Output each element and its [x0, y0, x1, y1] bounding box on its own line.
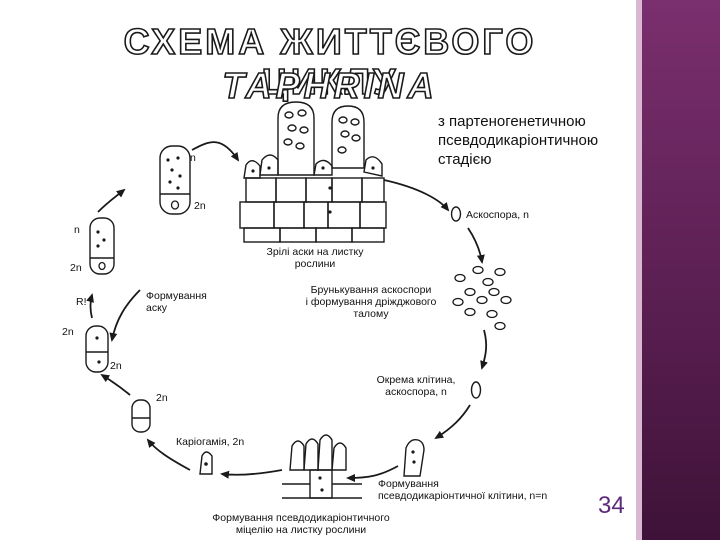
label-budding: Брунькування аскоспори і формування дріж… [305, 284, 437, 320]
label-ploidy-2n-mid: 2n [62, 326, 74, 338]
label-ploidy-n-top: n [190, 152, 196, 164]
mature-asci-illustration [239, 101, 387, 243]
cycle-arrow-ri-to-n [97, 188, 126, 213]
karyogamy-cell-illustration [199, 451, 213, 475]
cycle-arrow-karyogamy-to-2n [146, 438, 191, 471]
subtitle-line-3: стадією [438, 151, 492, 168]
mycelium-illustration [282, 434, 362, 499]
label-karyogamy: Каріогамія, 2n [176, 436, 245, 448]
slide-title-genus: TAPHRINA [222, 65, 438, 107]
ascospore-illustration [450, 206, 462, 222]
label-ascus-formation: Формування аску [146, 290, 207, 314]
diploid-cell-illustration [131, 399, 151, 433]
label-mycelium: Формування псевдодикаріонтичного міцелію… [212, 512, 390, 536]
label-mature-asci: Зрілі аски на листку рослини [266, 246, 364, 270]
label-ploidy-2n-left: 2n [70, 262, 82, 274]
cycle-arrow-mycelium-to-karyogamy [220, 469, 283, 479]
label-ploidy-2n-mid2: 2n [110, 360, 122, 372]
decorative-sidebar [642, 0, 720, 540]
label-single-cell: Окрема клітина, аскоспора, n [376, 374, 456, 398]
cycle-arrow-asci-to-spore [383, 179, 450, 212]
cycle-arrow-cell-to-dikaryon [434, 404, 471, 440]
cycle-arrow-budding-to-cell [480, 329, 488, 370]
cycle-arrow-ascus-to-ri [86, 293, 94, 319]
single-cell-illustration [470, 381, 482, 399]
subtitle-line-1: з партеногенетичною [438, 113, 586, 130]
dikaryon-cell-illustration [403, 438, 425, 477]
label-ri: R! [76, 296, 87, 308]
slide-subtitle: з партеногенетичною псевдодикаріонтичною… [438, 112, 638, 169]
label-ploidy-2n-bottom: 2n [156, 392, 168, 404]
cycle-arrow-inner [109, 289, 141, 342]
slide-title: СХЕМА ЖИТТЄВОГО ЦИКЛУ [123, 21, 537, 103]
label-ploidy-2n-top: 2n [194, 200, 206, 212]
label-dikaryon-cell: Формування псевдодикаріонтичної клітини,… [378, 478, 548, 502]
cycle-arrow-spore-to-budding [467, 227, 485, 264]
cycle-arrow-dikaryon-to-mycelium [346, 465, 399, 482]
sidebar-edge [636, 0, 642, 540]
label-ascospore: Аскоспора, n [466, 209, 529, 221]
page-number: 34 [598, 492, 625, 519]
subtitle-line-2: псевдодикаріонтичною [438, 132, 599, 149]
budding-yeast-illustration [452, 265, 512, 331]
ascus-formation-illustration [85, 145, 191, 373]
cycle-arrow-n-to-asci [191, 141, 240, 162]
label-ploidy-n-left: n [74, 224, 80, 236]
cycle-arrow-2n-to-ascus [100, 373, 131, 396]
